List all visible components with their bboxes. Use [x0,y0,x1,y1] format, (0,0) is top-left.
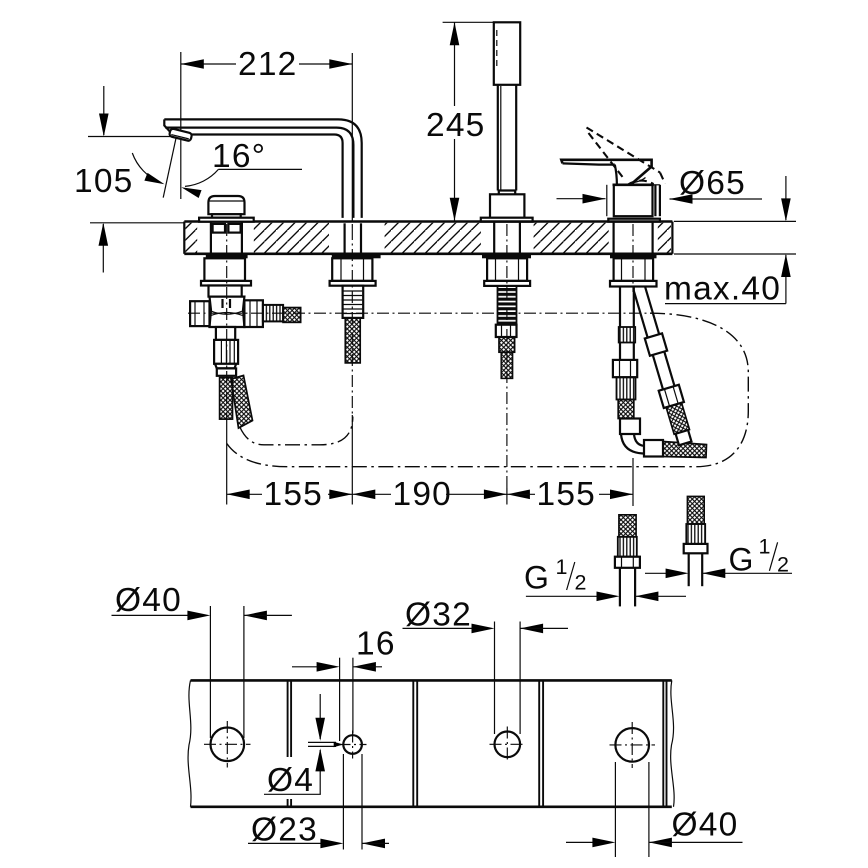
svg-text:190: 190 [393,476,453,513]
svg-text:Ø40: Ø40 [672,807,739,844]
svg-text:2: 2 [575,571,588,595]
svg-text:G: G [524,560,550,596]
svg-text:max.40: max.40 [664,271,781,308]
svg-text:G: G [729,542,755,578]
svg-text:Ø4: Ø4 [267,762,314,799]
svg-text:105: 105 [74,163,134,200]
svg-text:2: 2 [777,553,790,577]
svg-text:16°: 16° [212,138,266,175]
svg-text:1: 1 [556,555,569,579]
svg-text:16: 16 [356,626,396,663]
svg-text:Ø23: Ø23 [251,812,318,849]
svg-text:1: 1 [759,535,772,559]
svg-text:155: 155 [537,476,597,513]
svg-text:212: 212 [238,46,298,83]
svg-text:Ø40: Ø40 [115,582,182,619]
svg-text:Ø65: Ø65 [679,165,746,202]
svg-text:Ø32: Ø32 [405,597,472,634]
svg-text:155: 155 [264,476,324,513]
svg-text:245: 245 [426,107,486,144]
